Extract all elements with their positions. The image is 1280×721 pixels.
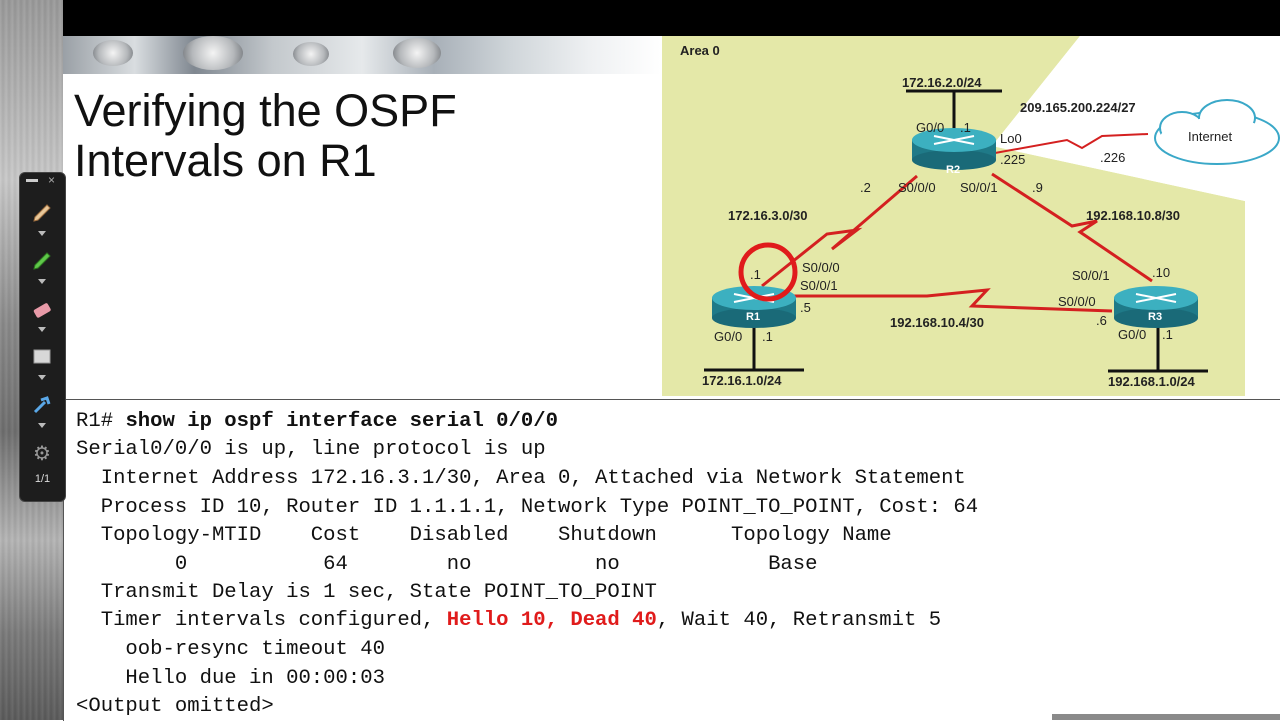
- hello-dead-highlight: Hello 10, Dead 40: [446, 609, 657, 632]
- link-r1-r2: [761, 174, 918, 288]
- cli-line: Transmit Delay is 1 sec, State POINT_TO_…: [76, 581, 657, 604]
- net-r2r3-label: 192.168.10.8/30: [1086, 208, 1180, 223]
- net-r1r3-label: 192.168.10.4/30: [890, 315, 984, 330]
- link-r2-isp: [994, 133, 1149, 154]
- link-r1-r3: [792, 288, 1113, 313]
- cli-output-panel: R1# show ip ospf interface serial 0/0/0 …: [63, 399, 1280, 721]
- link-r2-r3: [991, 172, 1153, 283]
- annotation-toolbar: × ⚙ 1/1: [19, 172, 66, 502]
- cli-line: Topology-MTID Cost Disabled Shutdown Top…: [76, 524, 892, 547]
- slide-title: Verifying the OSPF Intervals on R1: [74, 85, 457, 186]
- area-label: Area 0: [680, 43, 720, 58]
- r1-g00-addr: .1: [762, 329, 773, 344]
- r1-s000-label: S0/0/0: [802, 260, 840, 275]
- r1-g00-label: G0/0: [714, 329, 742, 344]
- internet-cloud: Internet: [1154, 99, 1280, 165]
- net-r1r2-label: 172.16.3.0/30: [728, 208, 808, 223]
- r3-s001-addr: .10: [1152, 265, 1170, 280]
- pointer-icon[interactable]: [28, 391, 56, 419]
- r3-s000-addr: .6: [1096, 313, 1107, 328]
- close-icon[interactable]: ×: [48, 173, 56, 187]
- ospf-topology-diagram: Area 0 Internet R2: [662, 36, 1280, 396]
- isp-net-label: 209.165.200.224/27: [1020, 100, 1136, 115]
- lo0-addr: .225: [1000, 152, 1025, 167]
- r1-lan-label: 172.16.1.0/24: [702, 373, 782, 388]
- r2-s001-addr: .9: [1032, 180, 1043, 195]
- r3-s000-label: S0/0/0: [1058, 294, 1096, 309]
- isp-addr: .226: [1100, 150, 1125, 165]
- highlighter-icon[interactable]: [28, 247, 56, 275]
- gear-icon[interactable]: ⚙: [33, 442, 51, 465]
- top-black-bar: [63, 0, 1280, 36]
- internet-label: Internet: [1188, 129, 1232, 144]
- router-r3: R3: [1114, 286, 1198, 328]
- cli-line: Process ID 10, Router ID 1.1.1.1, Networ…: [76, 496, 979, 519]
- scrollbar[interactable]: [1052, 714, 1280, 720]
- cli-line: oob-resync timeout 40: [76, 638, 385, 661]
- cli-command-line: R1# show ip ospf interface serial 0/0/0: [76, 410, 558, 433]
- cli-line: <Output omitted>: [76, 695, 274, 718]
- r2-s001-label: S0/0/1: [960, 180, 998, 195]
- lo0-label: Lo0: [1000, 131, 1022, 146]
- r3-lan-label: 192.168.1.0/24: [1108, 374, 1196, 389]
- router-r1: R1: [712, 286, 796, 328]
- page-count: 1/1: [34, 473, 51, 485]
- minimize-icon[interactable]: [26, 179, 38, 182]
- cli-line: 0 64 no no Base: [76, 553, 818, 576]
- r2-g00-addr: .1: [960, 120, 971, 135]
- r1-s001-label: S0/0/1: [800, 278, 838, 293]
- r1-s000-addr: .1: [750, 267, 761, 282]
- r1-name: R1: [746, 311, 760, 323]
- cli-line: Serial0/0/0 is up, line protocol is up: [76, 438, 546, 461]
- highlight-circle: [738, 242, 798, 302]
- r3-g00-label: G0/0: [1118, 327, 1146, 342]
- r3-s001-label: S0/0/1: [1072, 268, 1110, 283]
- r2-name: R2: [946, 164, 960, 176]
- r2-g00-label: G0/0: [916, 120, 944, 135]
- pen-icon[interactable]: [28, 199, 56, 227]
- slide-banner-image: [63, 36, 661, 74]
- cli-line: Internet Address 172.16.3.1/30, Area 0, …: [76, 467, 966, 490]
- screen-icon[interactable]: [28, 343, 56, 371]
- r3-name: R3: [1148, 311, 1162, 323]
- cli-line: Hello due in 00:00:03: [76, 667, 385, 690]
- cli-command: show ip ospf interface serial 0/0/0: [125, 410, 558, 433]
- r2-s000-label: S0/0/0: [898, 180, 936, 195]
- r2-lan-label: 172.16.2.0/24: [902, 75, 982, 90]
- eraser-icon[interactable]: [28, 295, 56, 323]
- cli-timer-line: Timer intervals configured, Hello 10, De…: [76, 609, 942, 632]
- r2-s000-addr: .2: [860, 180, 871, 195]
- router-r2: R2: [912, 128, 996, 176]
- area-0-region: [662, 36, 1245, 396]
- r1-s001-addr: .5: [800, 300, 811, 315]
- r3-g00-addr: .1: [1162, 327, 1173, 342]
